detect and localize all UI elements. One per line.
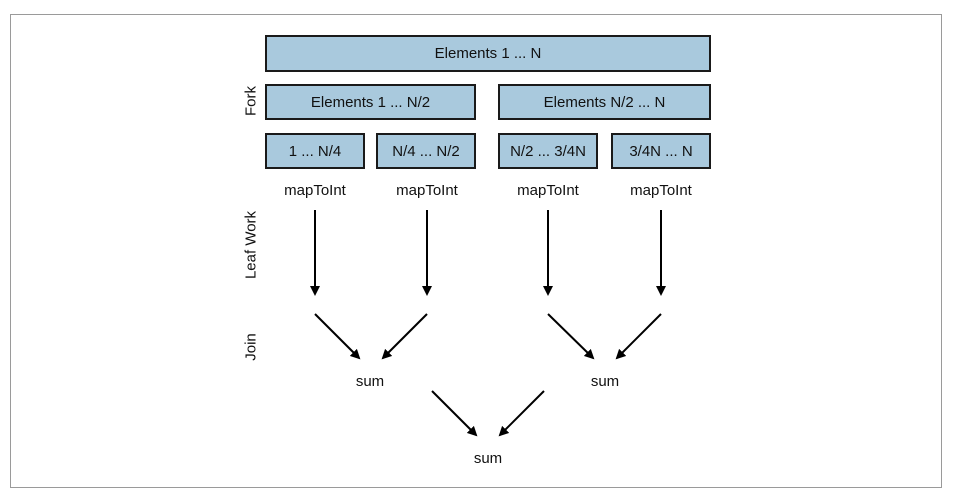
leaf-op-label-4: mapToInt <box>630 182 692 199</box>
left-half-box: Elements 1 ... N/2 <box>265 84 476 120</box>
leaf-op-label-1: mapToInt <box>284 182 346 199</box>
sum-label-final: sum <box>473 450 503 467</box>
diagram-frame <box>10 14 942 488</box>
quarter-box-1: 1 ... N/4 <box>265 133 365 169</box>
join-arrow-1 <box>314 313 361 360</box>
sum-label-left: sum <box>355 373 385 390</box>
final-join-arrow-1 <box>431 390 478 437</box>
quarter-box-3: N/2 ... 3/4N <box>498 133 598 169</box>
join-arrow-2 <box>381 313 428 360</box>
right-half-box: Elements N/2 ... N <box>498 84 711 120</box>
quarter-box-2: N/4 ... N/2 <box>376 133 476 169</box>
leaf-op-label-3: mapToInt <box>517 182 579 199</box>
root-elements-box: Elements 1 ... N <box>265 35 711 72</box>
quarter-box-4: 3/4N ... N <box>611 133 711 169</box>
join-arrow-4 <box>615 313 662 360</box>
sum-label-right: sum <box>590 373 620 390</box>
leaf-op-label-2: mapToInt <box>396 182 458 199</box>
final-join-arrow-2 <box>498 390 545 437</box>
join-arrow-3 <box>547 313 595 360</box>
